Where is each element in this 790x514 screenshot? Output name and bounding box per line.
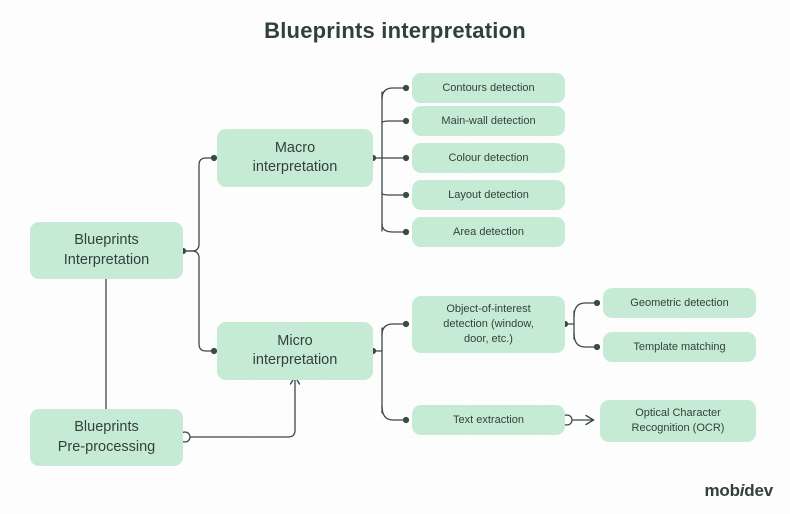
node-main-wall-detection-label: Main-wall detection	[441, 114, 536, 127]
dot-ooi-left	[402, 320, 410, 328]
wire-micro-b1	[381, 323, 406, 336]
node-main-wall-detection[interactable]: Main-wall detection	[412, 106, 565, 136]
node-colour-detection-label: Colour detection	[448, 151, 529, 164]
wire-macro-b1	[381, 87, 406, 100]
label-line-1: Blueprints	[74, 419, 139, 436]
node-macro-interpretation[interactable]: Macro interpretation	[217, 129, 373, 187]
label-line-2: Pre-processing	[57, 438, 156, 455]
wire-macro-b4	[381, 192, 406, 196]
node-object-of-interest-label: Object-of-interest detection (window, do…	[443, 302, 534, 347]
node-layout-detection-label: Layout detection	[448, 188, 529, 201]
wire-ooi-b1	[573, 302, 597, 318]
wire-bi-to-macro	[182, 157, 214, 252]
wire-ooi-b2	[573, 332, 597, 348]
node-blueprints-preprocessing-label: Blueprints Pre-processing	[58, 418, 156, 456]
dot-macro-left	[210, 154, 218, 162]
node-area-detection[interactable]: Area detection	[412, 217, 565, 247]
node-contours-detection[interactable]: Contours detection	[412, 73, 565, 103]
wire-micro-b2	[381, 405, 406, 421]
dot-template-left	[593, 343, 601, 351]
label-line-1: Object-of-interest	[446, 303, 531, 316]
node-object-of-interest-detection[interactable]: Object-of-interest detection (window, do…	[412, 296, 565, 353]
node-macro-label: Macro interpretation	[253, 139, 338, 177]
node-optical-character-recognition[interactable]: Optical Character Recognition (OCR)	[600, 400, 756, 442]
arrowhead-ocr	[585, 414, 595, 426]
label-line-1: Optical Character	[635, 407, 721, 420]
page-title: Blueprints interpretation	[264, 18, 526, 43]
logo-part-i: i	[739, 481, 745, 500]
node-template-matching[interactable]: Template matching	[603, 332, 756, 362]
wire-bi-to-micro	[182, 250, 214, 352]
label-line-2: Interpretation	[63, 251, 150, 268]
mobidev-logo: mobidev	[704, 481, 773, 501]
label-line-2: Recognition (OCR)	[631, 422, 725, 434]
label-line-1: Blueprints	[74, 232, 139, 249]
node-ocr-label: Optical Character Recognition (OCR)	[632, 406, 725, 436]
dot-geometric-left	[593, 299, 601, 307]
label-line-2: detection (window,	[443, 318, 534, 331]
logo-part-dev: dev	[744, 481, 773, 500]
dot-area-left	[402, 228, 410, 236]
node-blueprints-preprocessing[interactable]: Blueprints Pre-processing	[30, 409, 183, 466]
node-contours-detection-label: Contours detection	[442, 81, 535, 94]
label-line-1: Micro	[277, 332, 313, 349]
dot-mainwall-left	[402, 117, 410, 125]
dot-text-left	[402, 416, 410, 424]
wire-macro-b2	[381, 120, 406, 124]
dot-layout-left	[402, 191, 410, 199]
node-micro-interpretation[interactable]: Micro interpretation	[217, 322, 373, 380]
dot-micro-left	[210, 347, 218, 355]
wire-preprocessing-to-micro	[190, 377, 296, 438]
node-text-extraction-label: Text extraction	[453, 413, 524, 426]
label-line-2: interpretation	[252, 159, 338, 175]
node-micro-label: Micro interpretation	[253, 332, 338, 370]
node-geometric-detection[interactable]: Geometric detection	[603, 288, 756, 318]
node-geometric-detection-label: Geometric detection	[630, 296, 729, 309]
dot-colour-left	[402, 154, 410, 162]
node-blueprints-interpretation-label: Blueprints Interpretation	[64, 231, 149, 269]
label-line-1: Macro	[274, 139, 316, 156]
dot-contours-left	[402, 84, 410, 92]
label-line-3: door, etc.)	[464, 332, 513, 345]
node-layout-detection[interactable]: Layout detection	[412, 180, 565, 210]
node-area-detection-label: Area detection	[453, 225, 524, 238]
node-text-extraction[interactable]: Text extraction	[412, 405, 565, 435]
logo-part-mob: mob	[704, 481, 740, 500]
node-colour-detection[interactable]: Colour detection	[412, 143, 565, 173]
wire-macro-b5	[381, 223, 406, 233]
node-blueprints-interpretation[interactable]: Blueprints Interpretation	[30, 222, 183, 279]
label-line-2: interpretation	[252, 352, 338, 368]
node-template-matching-label: Template matching	[633, 340, 726, 353]
